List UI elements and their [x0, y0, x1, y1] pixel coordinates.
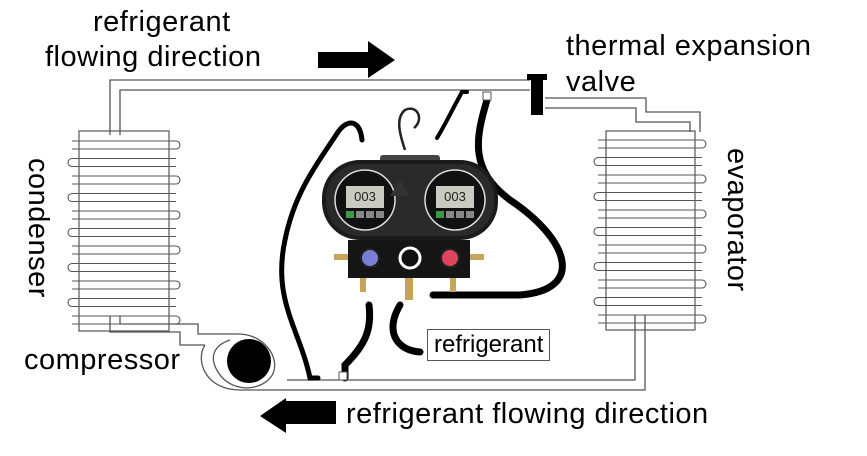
coil-loop [67, 192, 176, 203]
top-flow-label-line1: refrigerant [93, 6, 231, 38]
top-pipe [109, 79, 701, 135]
coil-loop [593, 261, 702, 272]
coil-loop [593, 156, 702, 167]
coil-loop [72, 245, 181, 255]
right-gauge-display: 003 [444, 189, 466, 204]
thermal-expansion-valve-icon [527, 74, 547, 115]
condenser-loops [67, 140, 181, 325]
compressor-label: compressor [24, 344, 181, 376]
evaporator-loops [593, 139, 707, 324]
coil-loop [67, 157, 176, 168]
valve-label-line1: thermal expansion [566, 30, 812, 62]
bottom-pipe [109, 315, 646, 391]
top-flow-label-line2: flowing direction [45, 41, 262, 73]
coil-loop [67, 227, 176, 238]
left-gauge-display: 003 [354, 189, 376, 204]
valve-label-line2: valve [566, 66, 637, 98]
coil-loop [598, 174, 707, 184]
hose-connectors [338, 91, 492, 381]
condenser-coil [78, 130, 170, 332]
refrigerant-box-label: refrigerant [427, 329, 551, 362]
coil-loop [598, 314, 707, 324]
coil-loop [598, 209, 707, 219]
coil-loop [72, 175, 181, 185]
bottom-flow-label: refrigerant flowing direction [346, 398, 709, 430]
coil-loop [598, 244, 707, 254]
evaporator-coil [605, 130, 696, 331]
coil-loop [72, 315, 181, 325]
coil-loop [593, 296, 702, 307]
flow-arrow-right-icon [318, 41, 395, 78]
coil-loop [67, 262, 176, 273]
coil-loop [598, 279, 707, 289]
coil-loop [67, 297, 176, 308]
coil-loop [598, 139, 707, 149]
coil-loop [72, 140, 181, 150]
compressor-icon [227, 339, 271, 383]
coil-loop [72, 280, 181, 290]
coil-loop [593, 226, 702, 237]
coil-loop [72, 210, 181, 220]
hoses [279, 90, 566, 382]
condenser-label: condenser [22, 158, 54, 298]
evaporator-label: evaporator [721, 148, 753, 292]
flow-arrow-left-icon [260, 398, 336, 433]
coil-loop [593, 191, 702, 202]
manifold-gauge [322, 107, 498, 300]
